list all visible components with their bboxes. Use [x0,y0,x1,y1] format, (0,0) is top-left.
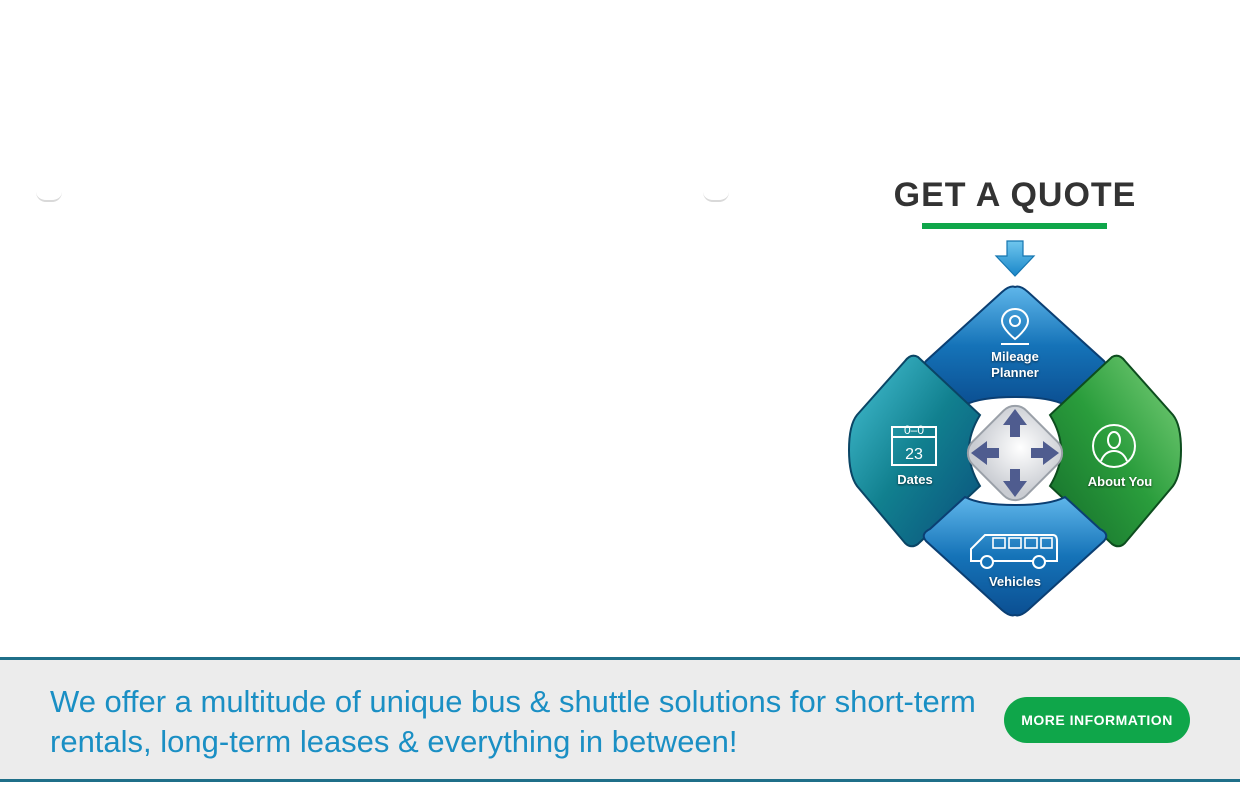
calendar-icon: 0–0 23 [891,423,937,466]
tile-label-about-you: About You [1087,474,1153,489]
user-icon [1092,424,1136,468]
quote-steps-menu: Mileage Planner 0–0 23 Dates [845,283,1185,623]
down-arrow-icon [994,240,1036,277]
tile-label-line: Planner [991,365,1039,380]
clipped-element-remnant [703,192,729,202]
quote-title-underline [922,223,1107,229]
move-arrows-icon[interactable] [959,397,1071,509]
map-pin-icon [1000,307,1030,345]
blank-header-area [0,0,1240,180]
tile-label-mileage: Mileage Planner [920,349,1110,381]
quote-heading-container: GET A QUOTE [860,150,1170,225]
tile-about-you[interactable]: About You [1045,353,1185,548]
tile-mileage-planner[interactable]: Mileage Planner [920,283,1110,418]
quote-title: GET A QUOTE [893,176,1137,214]
tile-label-vehicles: Vehicles [988,574,1042,589]
tile-label-line: Mileage [991,349,1039,364]
tile-label-dates: Dates [897,472,933,487]
van-icon [970,534,1058,569]
services-banner: We offer a multitude of unique bus & shu… [0,657,1240,782]
calendar-day: 23 [905,446,923,463]
clipped-element-remnant [36,192,62,202]
calendar-top: 0–0 [904,423,924,437]
banner-text: We offer a multitude of unique bus & shu… [50,684,976,759]
more-information-button[interactable]: MORE INFORMATION [1004,697,1190,743]
tile-vehicles[interactable]: Vehicles [920,483,1110,619]
